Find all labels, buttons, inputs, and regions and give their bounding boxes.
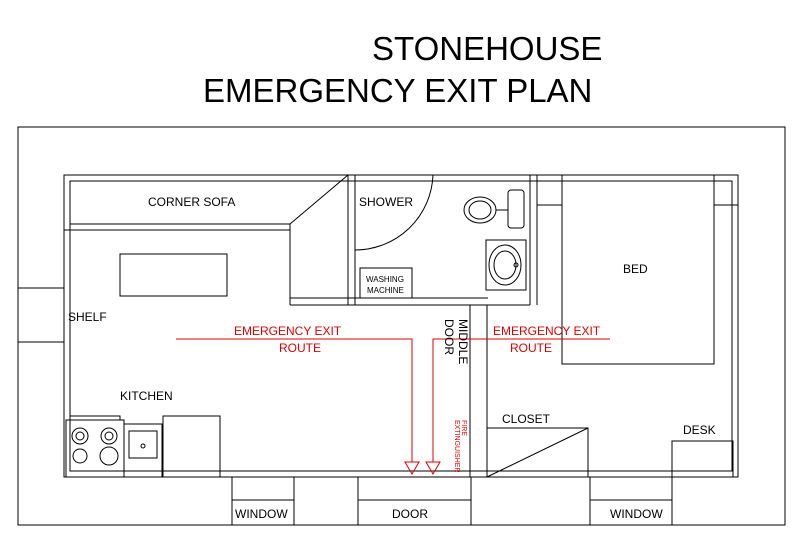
emergency-exit-route-lines: [176, 338, 610, 475]
bed-label: BED: [623, 262, 648, 276]
middle-door-label-line1: MIDDLE: [456, 319, 470, 364]
middle-door-label-line2: DOOR: [442, 319, 456, 355]
door-label: DOOR: [392, 507, 428, 521]
closet-label: CLOSET: [502, 412, 551, 426]
shower-door-arc: [354, 174, 434, 251]
coffee-table: [119, 253, 228, 297]
kitchen-label: KITCHEN: [120, 389, 173, 403]
bed-outline: [561, 174, 715, 365]
plan-title-line1: STONEHOUSE: [372, 30, 603, 67]
washing-machine-label-line2: MACHINE: [367, 286, 404, 295]
desk-outline: [671, 440, 734, 478]
house-walls: [18, 174, 739, 478]
desk-label: DESK: [683, 423, 716, 437]
bathroom-sink-icon: [485, 239, 527, 291]
exit-route-left-label-line2: ROUTE: [279, 341, 321, 355]
shelf-label: SHELF: [68, 310, 107, 324]
bottom-openings: [231, 476, 673, 526]
fire-extinguisher-label-line2: EXTINGUISHER: [453, 420, 460, 473]
washing-machine-label-line1: WASHING: [366, 275, 404, 284]
fire-extinguisher-label-line1: FIRE: [460, 420, 467, 436]
exit-route-right-label-line1: EMERGENCY EXIT: [493, 324, 601, 338]
closet-outline: [486, 427, 589, 478]
exit-route-right-label-line2: ROUTE: [510, 341, 552, 355]
exit-route-left-label-line1: EMERGENCY EXIT: [234, 324, 342, 338]
window-left-label: WINDOW: [235, 507, 288, 521]
toilet-icon: [463, 189, 525, 229]
washing-machine-box: [359, 267, 413, 299]
window-right-label: WINDOW: [610, 507, 663, 521]
plan-title-line2: EMERGENCY EXIT PLAN: [203, 72, 593, 109]
shower-label: SHOWER: [359, 195, 413, 209]
kitchen-counter: [65, 415, 221, 478]
corner-sofa-label: CORNER SOFA: [148, 195, 235, 209]
outer-boundary: [17, 126, 786, 526]
